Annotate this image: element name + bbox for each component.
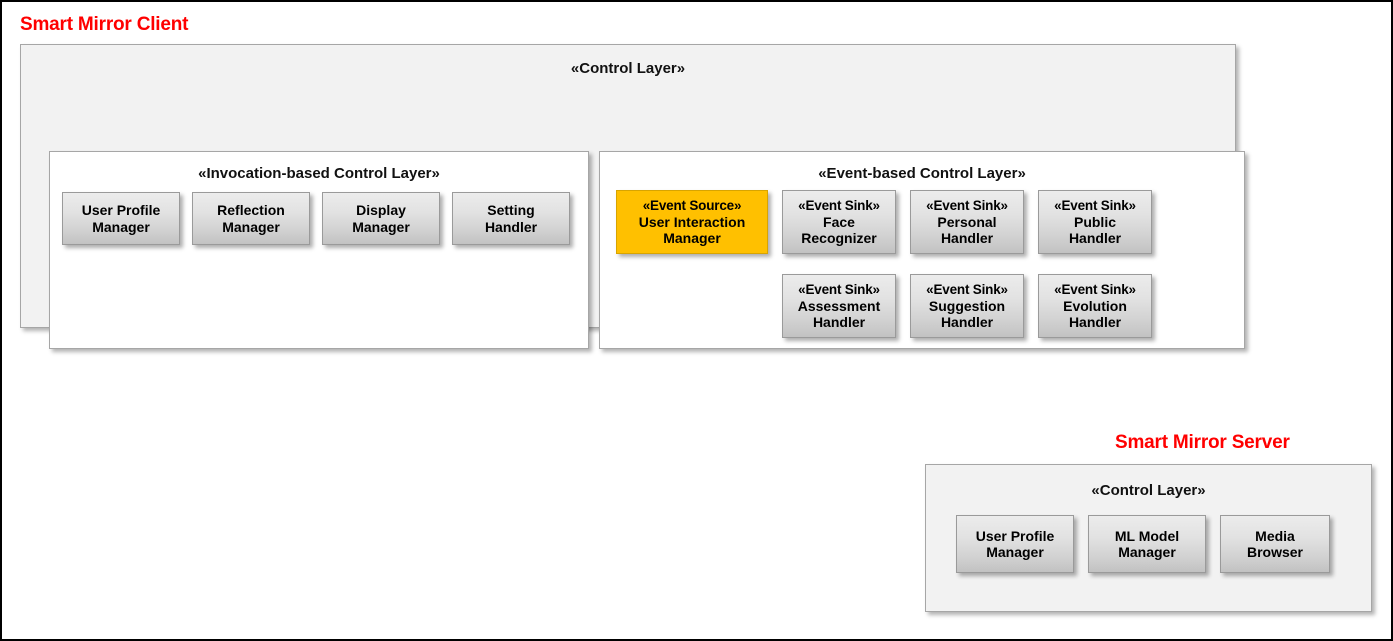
component-stereotype: «Event Sink»: [926, 197, 1008, 213]
component-stereotype: «Event Sink»: [798, 281, 880, 297]
component-name-line1: ML Model: [1114, 527, 1180, 544]
client-control-layer-title: «Control Layer»: [570, 60, 686, 77]
component-media-browser[interactable]: Media Browser: [1220, 515, 1330, 573]
component-user-profile-manager[interactable]: User Profile Manager: [62, 192, 180, 245]
component-name-line2: Handler: [484, 218, 538, 235]
component-stereotype: «Event Sink»: [1054, 281, 1136, 297]
component-name-line2: Manager: [986, 544, 1044, 560]
component-suggestion-handler[interactable]: «Event Sink» Suggestion Handler: [910, 274, 1024, 338]
smart-mirror-client-title: Smart Mirror Client: [20, 14, 189, 35]
component-server-user-profile-manager[interactable]: User Profile Manager: [956, 515, 1074, 573]
smart-mirror-server-title: Smart Mirror Server: [1115, 432, 1290, 453]
component-name-line1: User Profile: [81, 202, 161, 219]
component-name-line1: Face: [823, 213, 855, 230]
component-name-line1: Display: [356, 202, 406, 219]
component-name-line1: Suggestion: [928, 297, 1006, 314]
component-name-line2: Manager: [1118, 544, 1176, 560]
component-stereotype: «Event Source»: [642, 197, 742, 213]
component-name-line2: Handler: [940, 313, 994, 330]
component-reflection-manager[interactable]: Reflection Manager: [192, 192, 310, 245]
component-name-line2: Manager: [663, 229, 721, 246]
component-assessment-handler[interactable]: «Event Sink» Assessment Handler: [782, 274, 896, 338]
component-name-line1: User Profile: [975, 527, 1055, 544]
component-personal-handler[interactable]: «Event Sink» Personal Handler: [910, 190, 1024, 254]
component-name-line2: Manager: [92, 218, 150, 235]
component-name-line2: Recognizer: [801, 229, 877, 246]
invocation-based-control-layer[interactable]: «Invocation-based Control Layer» User Pr…: [49, 151, 589, 349]
client-control-layer[interactable]: «Control Layer» «Invocation-based Contro…: [20, 44, 1245, 349]
component-name-line2: Browser: [1246, 544, 1304, 560]
component-name-line2: Handler: [1068, 313, 1122, 330]
server-control-layer[interactable]: «Control Layer» User Profile Manager ML …: [925, 464, 1372, 612]
component-ml-model-manager[interactable]: ML Model Manager: [1088, 515, 1206, 573]
component-name-line1: Personal: [937, 213, 997, 230]
component-display-manager[interactable]: Display Manager: [322, 192, 440, 245]
component-evolution-handler[interactable]: «Event Sink» Evolution Handler: [1038, 274, 1152, 338]
component-name-line1: Public: [1073, 213, 1116, 230]
server-control-layer-title: «Control Layer»: [1091, 482, 1206, 499]
component-name-line1: Evolution: [1063, 297, 1127, 314]
event-layer-title: «Event-based Control Layer»: [818, 165, 1026, 182]
component-stereotype: «Event Sink»: [926, 281, 1008, 297]
component-name-line1: Media: [1255, 527, 1295, 544]
component-setting-handler[interactable]: Setting Handler: [452, 192, 570, 245]
component-name-line1: Reflection: [217, 202, 285, 219]
component-name-line1: User Interaction: [638, 213, 746, 230]
component-user-interaction-manager[interactable]: «Event Source» User Interaction Manager: [616, 190, 768, 254]
component-name-line2: Handler: [1068, 229, 1122, 246]
component-name-line1: Setting: [487, 202, 535, 219]
component-name-line2: Manager: [352, 218, 410, 235]
component-face-recognizer[interactable]: «Event Sink» Face Recognizer: [782, 190, 896, 254]
component-public-handler[interactable]: «Event Sink» Public Handler: [1038, 190, 1152, 254]
invocation-layer-title: «Invocation-based Control Layer»: [198, 165, 440, 182]
component-name-line1: Assessment: [797, 297, 881, 314]
component-name-line2: Handler: [940, 229, 994, 246]
component-name-line2: Handler: [812, 313, 866, 330]
component-stereotype: «Event Sink»: [798, 197, 880, 213]
component-name-line2: Manager: [222, 218, 280, 235]
event-based-control-layer[interactable]: «Event-based Control Layer» «Event Sourc…: [599, 151, 1245, 349]
component-stereotype: «Event Sink»: [1054, 197, 1136, 213]
